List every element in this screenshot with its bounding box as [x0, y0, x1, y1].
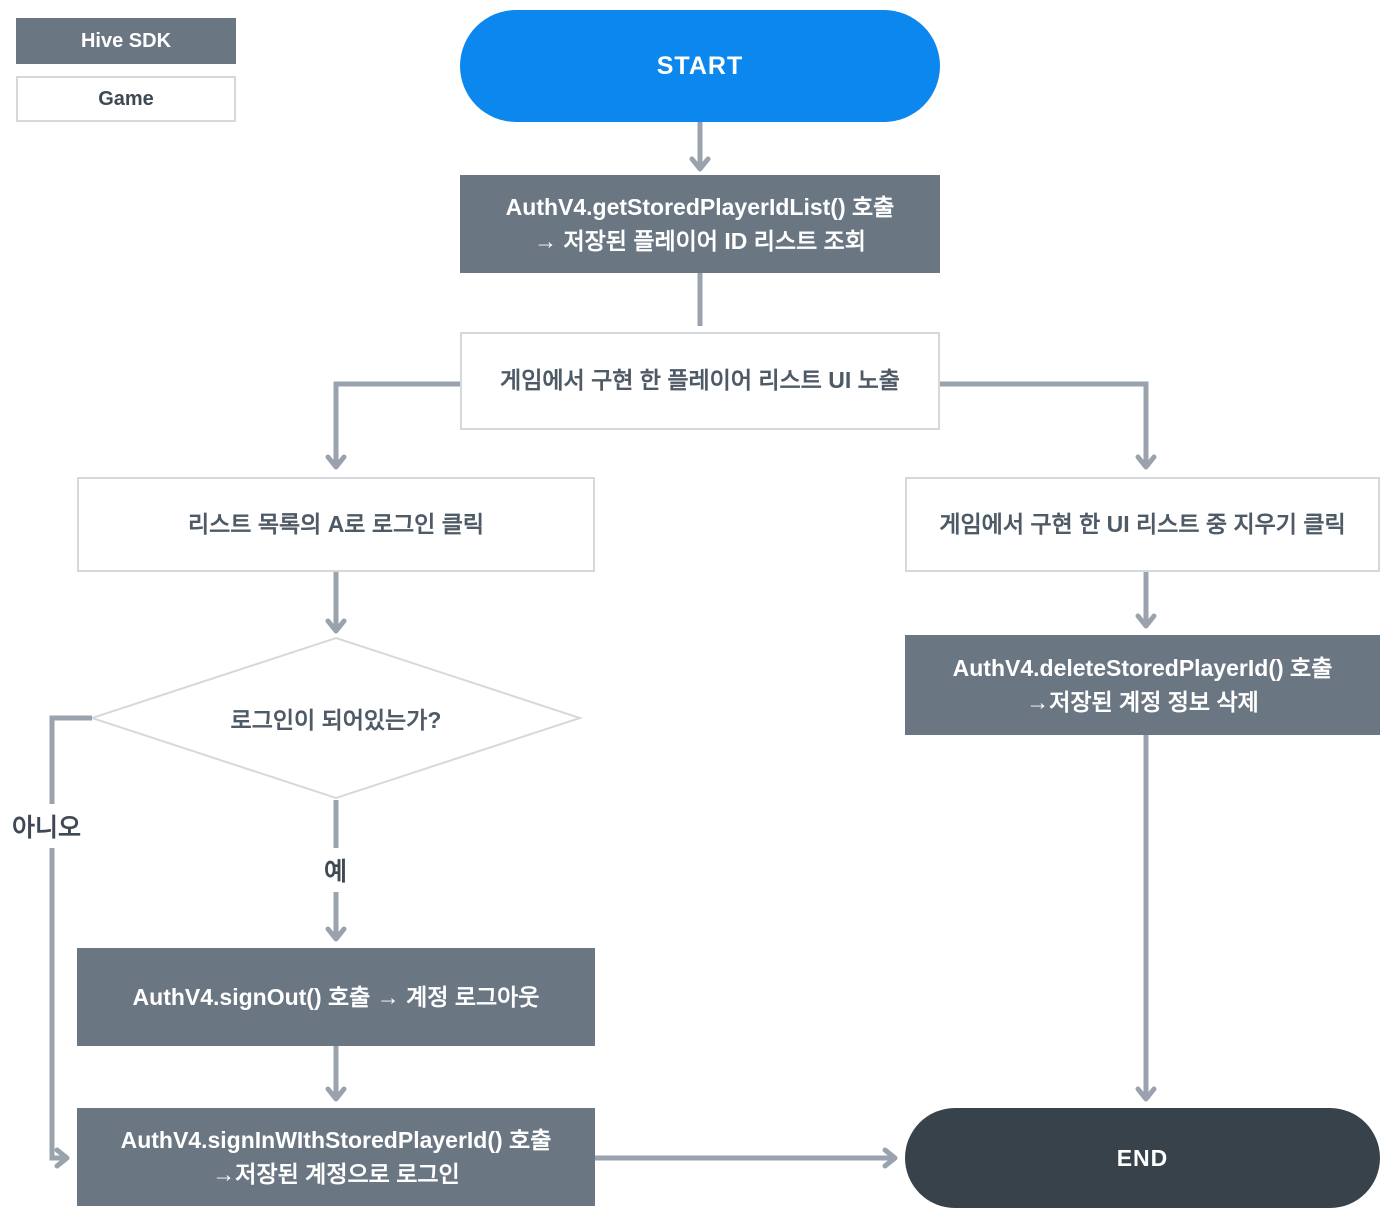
sign-out-label: AuthV4.signOut() 호출 → 계정 로그아웃	[132, 983, 540, 1010]
edge-label-yes: 예	[318, 848, 354, 892]
start-label: START	[656, 51, 744, 80]
arrow-uilist-to-deleteclick	[940, 381, 1157, 470]
delete-stored-playerid-node: AuthV4.deleteStoredPlayerId() 호출 →저장된 계정…	[905, 635, 1380, 735]
end-node: END	[905, 1108, 1380, 1208]
player-list-ui-node: 게임에서 구현 한 플레이어 리스트 UI 노출	[460, 332, 940, 430]
get-stored-playerid-list-line1: AuthV4.getStoredPlayerIdList() 호출	[505, 193, 895, 220]
edge-label-no: 아니오	[6, 804, 88, 848]
login-click-node: 리스트 목록의 A로 로그인 클릭	[77, 477, 595, 572]
decision-label: 로그인이 되어있는가?	[230, 707, 442, 733]
arrow-decision-no-to-signin	[49, 715, 92, 1169]
get-stored-playerid-list-line2: → 저장된 플레이어 ID 리스트 조회	[534, 228, 866, 254]
sign-out-node: AuthV4.signOut() 호출 → 계정 로그아웃	[77, 948, 595, 1046]
sign-in-line1: AuthV4.signInWIthStoredPlayerId() 호출	[120, 1126, 552, 1153]
sign-in-with-stored-playerid-node: AuthV4.signInWIthStoredPlayerId() 호출 →저장…	[77, 1108, 595, 1206]
decision-diamond-shape	[88, 636, 584, 800]
delete-click-label: 게임에서 구현 한 UI 리스트 중 지우기 클릭	[939, 510, 1346, 537]
delete-stored-line2: →저장된 계정 정보 삭제	[1026, 689, 1259, 715]
delete-stored-line1: AuthV4.deleteStoredPlayerId() 호출	[952, 654, 1333, 681]
login-click-label: 리스트 목록의 A로 로그인 클릭	[187, 510, 485, 537]
start-node: START	[460, 10, 940, 122]
get-stored-playerid-list-node: AuthV4.getStoredPlayerIdList() 호출 → 저장된 …	[460, 175, 940, 273]
legend-game: Game	[16, 76, 236, 122]
end-label: END	[1116, 1144, 1169, 1171]
sign-in-line2: →저장된 계정으로 로그인	[212, 1161, 460, 1187]
player-list-ui-label: 게임에서 구현 한 플레이어 리스트 UI 노출	[500, 367, 900, 394]
legend-hive-sdk: Hive SDK	[16, 18, 236, 64]
arrow-uilist-to-loginclick	[325, 381, 460, 470]
legend-hive-sdk-label: Hive SDK	[80, 29, 172, 52]
legend-game-label: Game	[98, 87, 154, 110]
delete-click-node: 게임에서 구현 한 UI 리스트 중 지우기 클릭	[905, 477, 1380, 572]
decision-node: 로그인이 되어있는가?	[142, 690, 530, 746]
